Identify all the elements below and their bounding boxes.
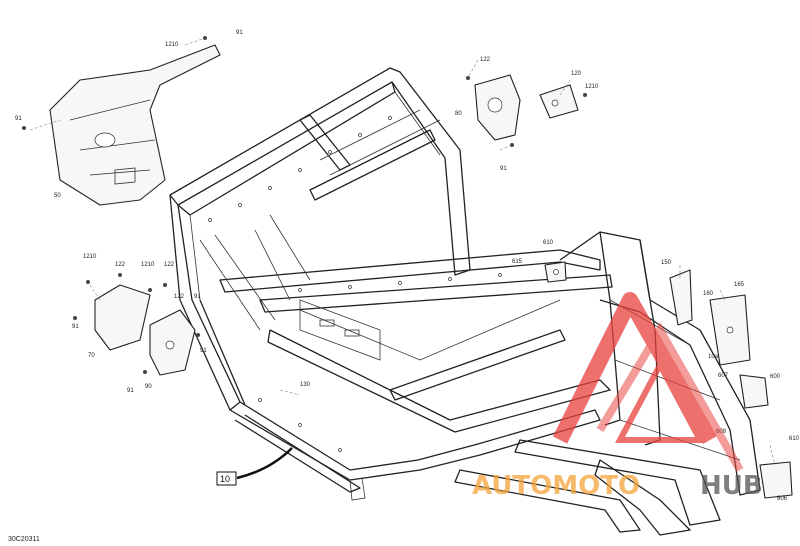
- part-606-end: [759, 461, 793, 499]
- callout-80: 80: [455, 111, 462, 117]
- part-600-clip: [739, 374, 769, 409]
- callout-120: 120: [571, 71, 582, 77]
- diagram-code: 30C20311: [8, 536, 40, 543]
- part-70-plate: [73, 273, 151, 351]
- part-50-front-bracket: [22, 36, 221, 206]
- leader-lines: [29, 37, 776, 466]
- callout-1210-top: 1210: [165, 42, 179, 48]
- callout-91-left: 91: [15, 116, 22, 122]
- callout-610: 610: [543, 240, 554, 246]
- callout-615: 615: [512, 259, 523, 265]
- callout-91-l4: 91: [127, 388, 134, 394]
- watermark-text-automoto: AUTOMOTO: [472, 471, 640, 501]
- callout-1210-l1: 1210: [83, 254, 97, 260]
- callout-labels: 1210 91 91 50 122 120 1210 80 91 1210 12…: [15, 30, 800, 502]
- callout-122-l3: 122: [174, 294, 185, 300]
- callout-600: 600: [770, 374, 781, 380]
- frame-label-box: 10: [216, 447, 293, 486]
- callout-50: 50: [54, 193, 61, 199]
- callout-607: 607: [718, 373, 729, 379]
- callout-122-l1: 122: [115, 262, 126, 268]
- part-615-bracket: [544, 261, 567, 283]
- callout-1210-l2: 1210: [141, 262, 155, 268]
- frame-holes: [208, 116, 502, 452]
- callout-122-right: 122: [480, 57, 491, 63]
- callout-160: 160: [703, 291, 714, 297]
- main-frame: [169, 67, 761, 536]
- part-160-bracket: [709, 294, 751, 366]
- watermark-text-hub: HUB: [700, 471, 763, 501]
- watermark-logo: AUTOMOTO HUB: [472, 292, 763, 501]
- part-80-bracket: [466, 74, 521, 147]
- callout-10a: 10a: [708, 354, 719, 360]
- callout-91-l3: 91: [200, 348, 207, 354]
- callout-610-b: 610: [789, 436, 800, 442]
- callout-91-right: 91: [500, 166, 507, 172]
- callout-122-l2: 122: [164, 262, 175, 268]
- callout-606: 606: [777, 496, 788, 502]
- callout-91-l2: 91: [72, 324, 79, 330]
- part-120-plate: [539, 84, 587, 119]
- callout-70: 70: [88, 353, 95, 359]
- callout-90: 90: [145, 384, 152, 390]
- callout-1210-right: 1210: [585, 84, 599, 90]
- callout-91-l1: 91: [194, 294, 201, 300]
- part-90-bracket: [143, 283, 200, 376]
- callout-130: 130: [300, 382, 311, 388]
- frame-label-number: 10: [220, 474, 230, 484]
- part-150-gusset: [669, 269, 693, 326]
- callout-165: 165: [734, 282, 745, 288]
- callout-150: 150: [661, 260, 672, 266]
- callout-91-top: 91: [236, 30, 243, 36]
